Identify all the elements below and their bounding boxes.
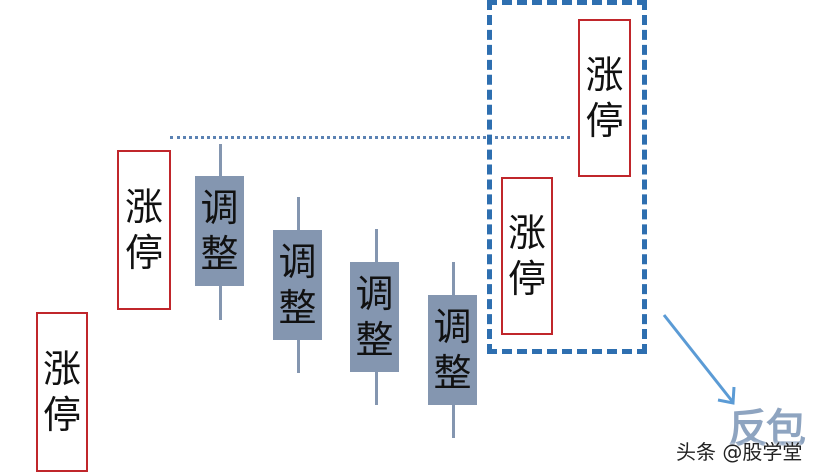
candle-label: 停 [507, 257, 546, 301]
candle-label: 涨 [507, 211, 546, 255]
arrow-icon [662, 314, 736, 405]
candle-label: 调 [278, 240, 317, 284]
candle-label: 涨 [42, 347, 81, 391]
adjust-candle: 调 整 [428, 295, 477, 405]
candle-label: 整 [278, 286, 317, 330]
highlight-label: 反包 [728, 406, 806, 452]
candle-label: 停 [585, 99, 624, 143]
candle-label: 涨 [585, 53, 624, 97]
highlight-dashed-box [487, 0, 647, 354]
limit-up-candle: 涨 停 [36, 312, 88, 472]
candle-label: 停 [42, 393, 81, 437]
limit-up-candle: 涨 停 [117, 150, 171, 310]
candle-label: 停 [124, 231, 163, 275]
candle-label: 调 [355, 272, 394, 316]
candle-label: 涨 [124, 185, 163, 229]
candle-label: 调 [433, 305, 472, 349]
reference-dotted-line [170, 136, 570, 139]
candle-label: 调 [200, 186, 239, 230]
limit-up-candle: 涨 停 [578, 19, 631, 177]
adjust-candle: 调 整 [350, 262, 399, 372]
adjust-candle: 调 整 [195, 176, 244, 286]
candle-label: 整 [355, 318, 394, 362]
adjust-candle: 调 整 [273, 230, 322, 340]
limit-up-candle: 涨 停 [501, 177, 553, 335]
watermark: 头条 @股学堂 [676, 440, 803, 464]
candle-label: 整 [433, 351, 472, 395]
candle-label: 整 [200, 232, 239, 276]
